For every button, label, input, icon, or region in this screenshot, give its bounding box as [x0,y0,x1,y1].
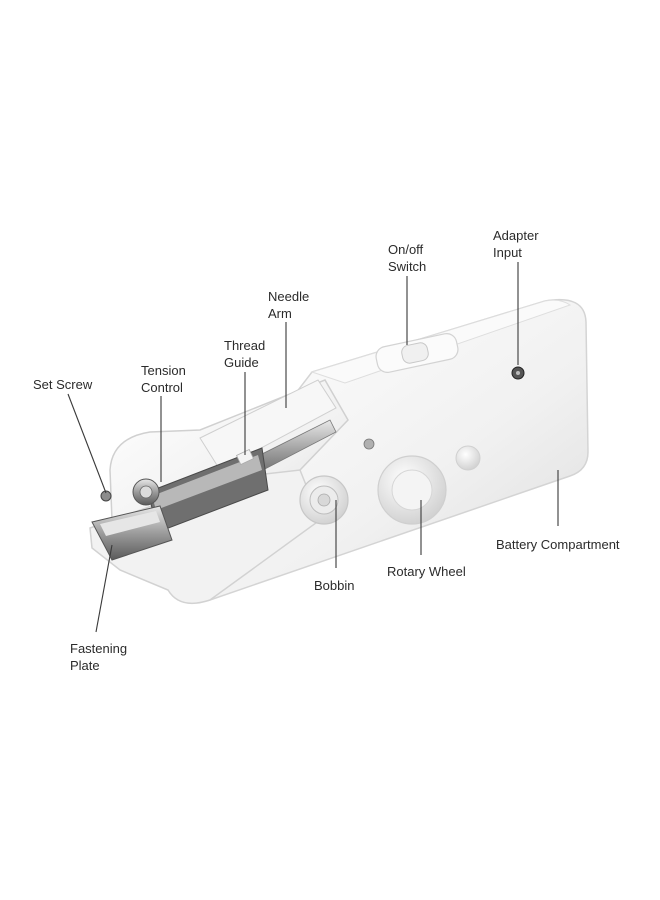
label-thread-guide: Thread Guide [224,338,266,370]
label-needle-arm: Needle Arm [268,289,310,321]
metal-channel-highlight [152,455,262,510]
thread-guide [236,448,254,466]
body-screw [363,438,375,450]
label-rotary-wheel: Rotary Wheel [387,564,466,579]
set-screw [100,490,112,502]
label-bobbin: Bobbin [314,578,355,593]
leader-lines [67,262,559,633]
label-onoff-switch: On/off Switch [388,242,427,274]
label-fastening-plate: Fastening Plate [70,641,128,673]
label-tension-control: Tension Control [141,363,186,395]
tension-control-knob-center [139,485,153,499]
rotary-wheel-inner [391,469,433,511]
needle-arm-bar [199,379,337,471]
onoff-switch-slider [401,342,429,364]
label-set-screw: Set Screw [33,377,93,392]
fastening-plate-shine [100,511,160,536]
label-adapter-input: Adapter Input [493,228,539,260]
leader-fastening-plate [95,544,113,633]
adapter-input-pin [516,371,520,375]
label-battery-compartment: Battery Compartment [496,537,620,552]
leader-set-screw [67,393,107,494]
round-button [455,445,481,471]
bobbin-core [317,493,331,507]
